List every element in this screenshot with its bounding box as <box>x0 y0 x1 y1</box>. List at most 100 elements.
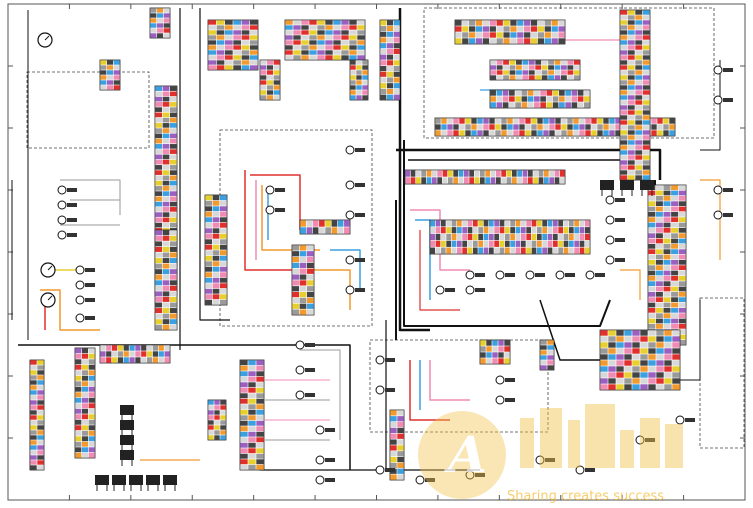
connector-pin <box>390 421 397 428</box>
connector-pin <box>642 35 650 40</box>
connector-pin <box>331 220 338 227</box>
sensor-body <box>435 285 445 295</box>
connector-pin <box>216 25 225 30</box>
connector-block <box>619 9 651 181</box>
sensor-plug <box>615 198 625 202</box>
connector-pin <box>162 180 170 186</box>
connector-pin <box>620 80 628 85</box>
connector-pin <box>571 102 578 108</box>
connector-pin <box>212 233 220 239</box>
connector-pin <box>266 85 274 90</box>
connector-pin <box>442 170 448 177</box>
connector-pin <box>475 32 483 38</box>
connector-pin <box>81 381 89 387</box>
connector-pin <box>150 33 157 38</box>
connector-pin <box>30 365 37 370</box>
connector-pin <box>169 117 177 123</box>
connector-pin <box>386 26 394 32</box>
connector-pin <box>300 220 306 227</box>
connector-pin <box>435 240 441 247</box>
connector-pin <box>526 227 532 234</box>
border-ticks <box>8 4 745 500</box>
connector-pin <box>524 20 531 26</box>
connector-pin <box>273 90 280 95</box>
connector-pin <box>75 436 82 442</box>
connector-pin <box>158 351 164 357</box>
connector-pin <box>475 26 483 32</box>
connector-pin <box>208 55 217 60</box>
connector-pin <box>597 124 603 130</box>
connector-pin <box>548 65 554 70</box>
connector-pin <box>515 96 521 102</box>
connector-pin <box>551 38 558 44</box>
connector-pin <box>325 220 331 227</box>
component-symbol <box>75 280 95 290</box>
connector-pin <box>441 118 447 124</box>
connector-block <box>539 339 555 371</box>
connector-pin <box>458 177 464 184</box>
wire <box>409 360 450 421</box>
connector-pin <box>663 297 671 303</box>
connector-pin <box>504 346 510 352</box>
connector-pin <box>309 25 317 30</box>
connector-pin <box>655 270 663 276</box>
connector-pin <box>503 70 509 75</box>
connector-pin <box>150 23 157 28</box>
connector-pin <box>627 125 635 130</box>
connector-pin <box>608 354 616 360</box>
connector-pin <box>498 346 504 352</box>
connector-pin <box>37 390 44 395</box>
connector-pin <box>620 145 628 150</box>
connector-pin <box>657 118 663 124</box>
connector-pin <box>584 240 590 247</box>
connector-pin <box>640 384 648 390</box>
connector-pin <box>552 233 558 241</box>
connector-pin <box>349 35 357 40</box>
connector-pin <box>648 259 656 265</box>
connector-pin <box>542 240 548 247</box>
connector-pin <box>233 60 242 65</box>
connector-pin <box>635 155 643 160</box>
connector-pin <box>632 354 640 360</box>
wire <box>330 249 361 290</box>
connector-pin <box>75 359 82 365</box>
connector-pin <box>522 60 529 65</box>
connector-pin <box>467 227 473 234</box>
connector-pin <box>380 54 387 60</box>
connector-pin <box>220 415 226 420</box>
connector-pin <box>616 372 624 378</box>
connector-pin <box>620 140 628 145</box>
sensor-plug <box>585 468 595 472</box>
connector-pin <box>547 240 553 247</box>
connector-pin <box>451 247 457 254</box>
connector-pin <box>415 177 421 184</box>
connector-pin <box>528 70 535 75</box>
component-symbol <box>95 475 109 491</box>
connector-pin <box>155 222 163 228</box>
connector-pin <box>75 419 82 425</box>
connector-pin <box>155 235 163 241</box>
connector-pin <box>656 330 664 336</box>
connector-pin <box>671 217 679 223</box>
connector-pin <box>386 77 394 83</box>
connector-pin <box>256 360 264 366</box>
connector-pin <box>393 43 400 49</box>
connector-pin <box>624 354 632 360</box>
connector-pin <box>285 30 293 35</box>
connector-pin <box>472 227 478 234</box>
connector-pin <box>141 345 147 351</box>
connector-pin <box>554 60 561 65</box>
connector-pin <box>503 32 510 38</box>
connector-pin <box>648 270 656 276</box>
connector-pin <box>169 241 177 247</box>
connector-pin <box>266 60 274 65</box>
connector-pin <box>542 227 548 234</box>
connector-pin <box>357 35 365 40</box>
connector-pin <box>75 375 82 381</box>
connector-pin <box>671 243 679 249</box>
connector-pin <box>285 55 293 60</box>
connector-pin <box>273 70 280 75</box>
sensor-plug <box>505 398 515 402</box>
connector-pin <box>380 48 387 54</box>
connector-pin <box>397 416 404 422</box>
